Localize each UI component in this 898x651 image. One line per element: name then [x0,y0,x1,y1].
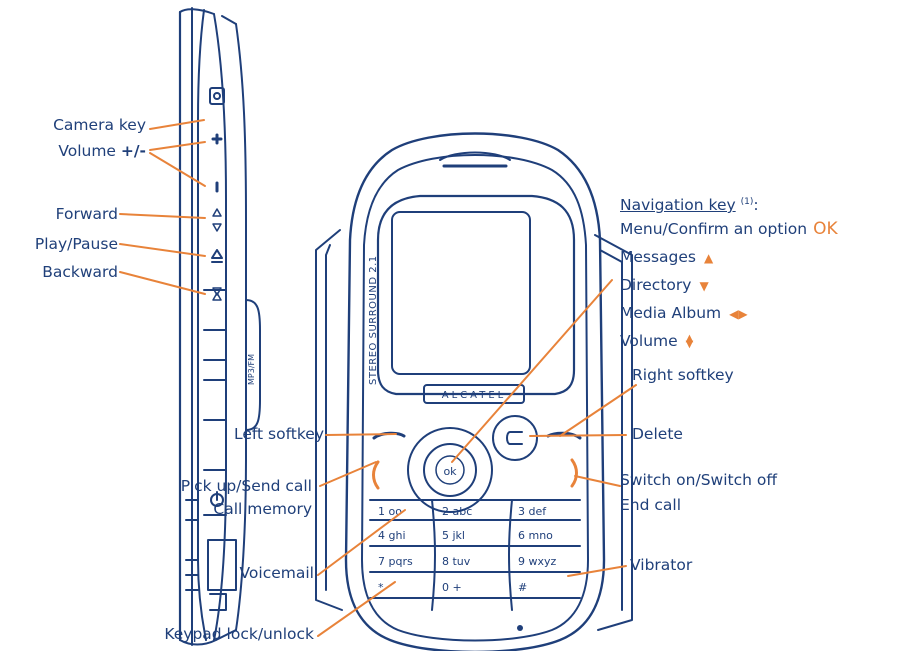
label-volume: Volume +/- [58,142,146,161]
label-navigation-colon: : [753,196,759,215]
send-key[interactable] [372,460,380,490]
key-0[interactable]: 0 + [442,581,462,594]
label-messages: Messages ▲ [620,248,713,268]
camera-lens-icon [213,92,221,100]
leader-delete [529,434,627,437]
label-media-album: Media Album ◀▶ [620,304,748,324]
key-1[interactable]: 1 oo [378,505,402,518]
arrow-up-down-icon: ▲▼ [685,332,694,350]
label-menu-confirm: Menu/Confirm an option OK [620,220,838,239]
plus-icon [211,133,223,145]
label-delete: Delete [632,425,683,443]
key-6[interactable]: 6 mno [518,529,553,542]
nav-ring-inner [423,443,477,497]
key-8[interactable]: 8 tuv [442,555,471,568]
key-hash[interactable]: # [518,581,527,594]
label-navigation-key-text: Navigation key [620,196,736,215]
label-navigation-key: Navigation key (1): [620,193,759,215]
keypad: 1 oo 2 abc 3 def 4 ghi 5 jkl 6 mno 7 pqrs 8 tuv… [378,505,557,594]
leader-voicemail [317,509,406,576]
ok-symbol: OK [813,219,838,239]
arrow-up-icon: ▲ [704,251,714,265]
front-phone [315,132,633,651]
camera-icon [209,87,225,105]
label-volume-text: Volume [58,142,116,160]
brand-plate [423,384,525,404]
leader-backward [119,271,206,295]
label-forward: Forward [55,205,118,223]
label-switch-on-off: Switch on/Switch off [620,471,778,489]
label-backward: Backward [42,263,118,281]
label-volume-nav-text: Volume [620,332,678,350]
label-messages-text: Messages [620,248,697,266]
label-menu-confirm-text: Menu/Confirm an option [620,220,808,238]
side-stereo-text: STEREO SURROUND 2.1 [368,255,379,385]
brand-label: ALCATEL [442,390,506,401]
label-pickup-send: Pick up/Send call [180,477,312,495]
key-3[interactable]: 3 def [518,505,547,518]
key-2[interactable]: 2 abc [442,505,472,518]
label-volume-nav: Volume ▲▼ [620,332,693,351]
label-vibrator: Vibrator [630,556,693,574]
label-media-album-text: Media Album [620,304,722,322]
key-9[interactable]: 9 wxyz [518,555,557,568]
side-view-phone [178,7,261,646]
leader-forward [119,213,206,219]
leader-vibrator [567,565,627,577]
key-7[interactable]: 7 pqrs [378,555,413,568]
label-camera-key: Camera key [53,116,146,134]
ok-button[interactable] [435,455,465,485]
label-directory-text: Directory [620,276,692,294]
play-pause-icon [211,249,223,263]
key-5[interactable]: 5 jkl [442,529,465,542]
leader-play-pause [119,243,206,257]
backward-icon [212,287,222,301]
label-call-memory: Call memory [213,500,312,518]
leader-pick-up [319,461,377,487]
key-star[interactable]: * [378,581,384,594]
label-navigation-note: (1) [740,197,754,207]
forward-icon [212,208,222,232]
mp3-fm-label: MP3/FM [247,354,256,385]
label-left-softkey: Left softkey [233,425,324,443]
leader-camera-key [149,119,205,130]
nav-ring-outer [407,427,493,513]
label-volume-suffix: +/- [120,142,146,160]
leader-left-softkey [325,433,397,436]
label-directory: Directory ▼ [620,276,709,296]
leader-volume-minus [149,152,206,187]
screen [391,211,531,375]
label-play-pause: Play/Pause [34,235,118,253]
label-voicemail: Voicemail [239,564,314,582]
leader-right-softkey [559,384,637,437]
end-key[interactable] [570,458,578,488]
arrow-left-right-icon: ◀▶ [729,307,748,321]
arrow-down-icon: ▼ [699,279,709,293]
ok-key-label: ok [443,465,457,478]
leader-switch-off [574,475,621,487]
label-end-call: End call [620,496,682,514]
leader-volume-plus [149,141,206,151]
label-right-softkey: Right softkey [632,366,734,384]
key-4[interactable]: 4 ghi [378,529,406,542]
delete-key[interactable] [492,415,538,461]
label-keypad-lock: Keypad lock/unlock [164,625,314,643]
leader-keypad-lock [317,581,396,637]
leader-navigation [451,279,613,463]
